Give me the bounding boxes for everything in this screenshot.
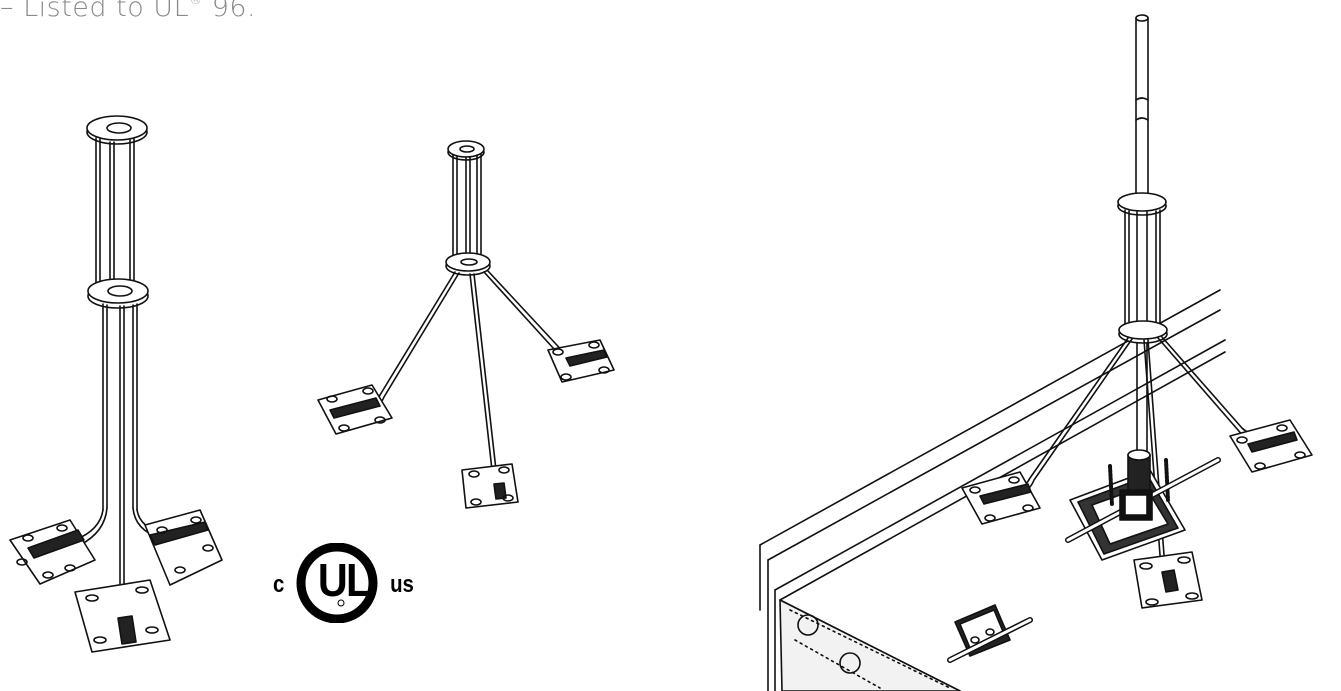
caption-registered-mark: ®	[189, 0, 203, 8]
ul-logo-c: c	[273, 571, 285, 598]
short-tripod-air-terminal-illustration	[317, 140, 615, 509]
caption-text: Listed to UL	[14, 0, 190, 23]
caption-dash: –	[0, 0, 14, 23]
tall-tripod-air-terminal-illustration	[9, 115, 223, 653]
ul-logo-text: UL	[317, 554, 371, 606]
caption-suffix: 96.	[202, 0, 257, 23]
roof-mounted-air-terminal-illustration	[759, 14, 1313, 691]
ul-logo-us: us	[390, 571, 414, 598]
ul-ring-icon	[296, 543, 378, 623]
caption: – Listed to UL® 96.	[0, 0, 256, 23]
ul-listed-logo: c UL us	[272, 543, 424, 623]
